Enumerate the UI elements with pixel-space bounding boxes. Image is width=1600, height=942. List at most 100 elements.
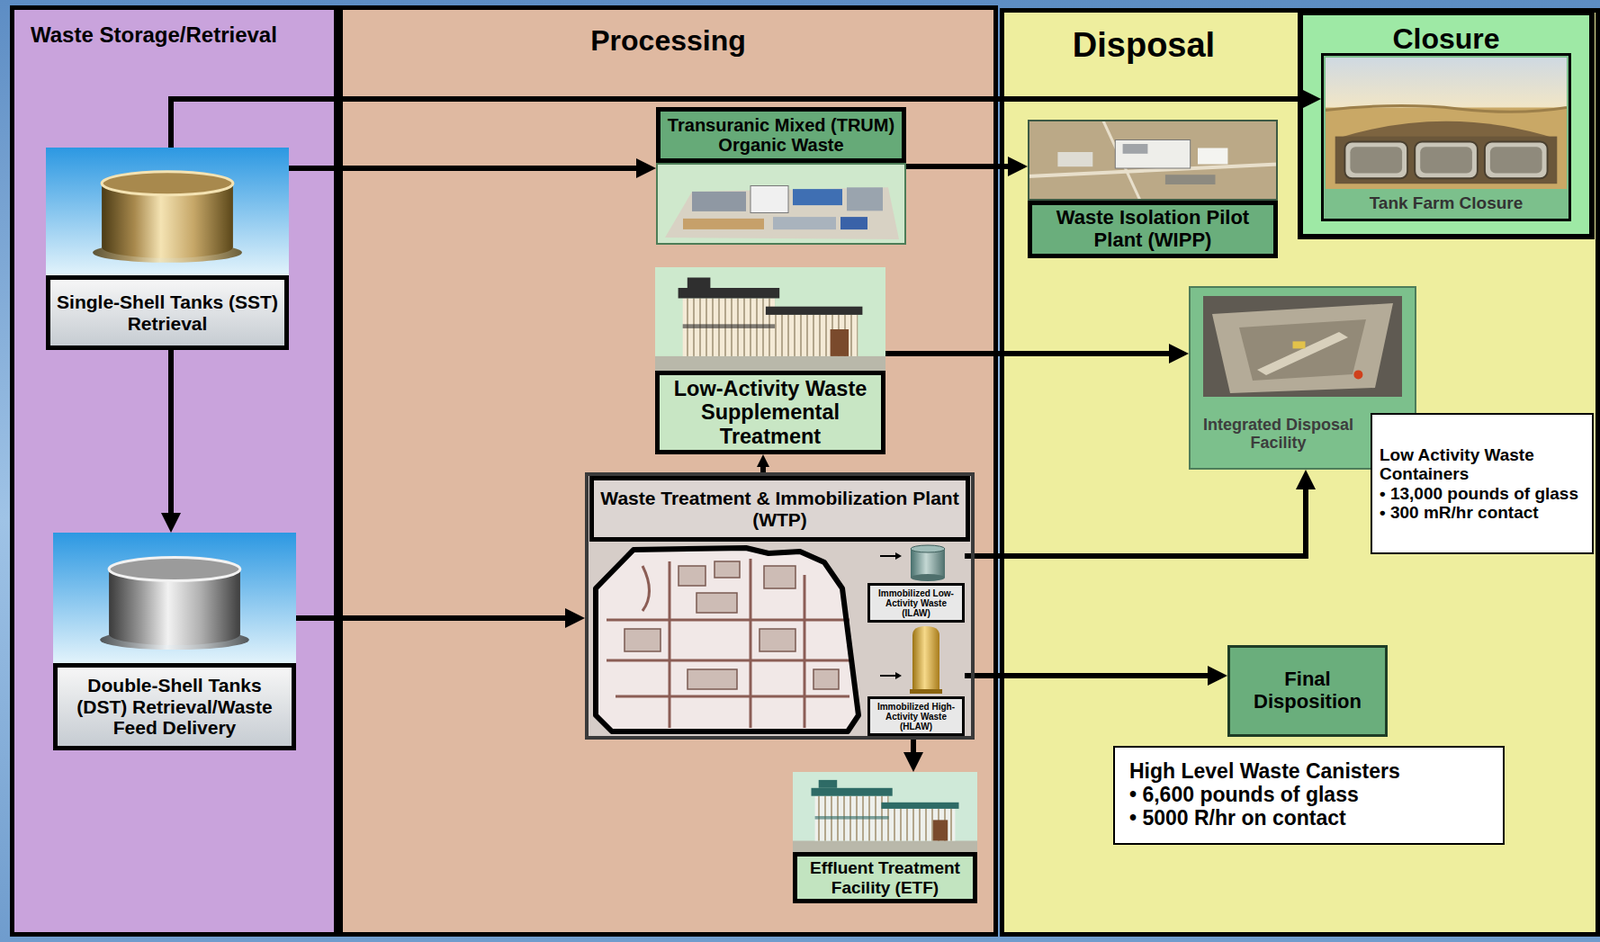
flow-line (964, 485, 1306, 557)
facility-illustration-part (687, 669, 738, 690)
facility-illustration-part (840, 216, 868, 230)
facility-illustration-part (606, 619, 850, 622)
facility-illustration-part (803, 575, 807, 729)
facility-illustration-part (1353, 369, 1363, 379)
facility-illustration-part (1239, 319, 1367, 381)
facility-illustration-part (683, 218, 765, 230)
facility-illustration-part (101, 171, 234, 196)
facility-illustration-part (53, 532, 297, 664)
facility-illustration-part (764, 566, 796, 589)
box-label: Single-Shell Tanks (SST) Retrieval (53, 291, 281, 334)
plant-node: Waste Treatment & Immobilization Plant (… (584, 472, 975, 740)
note-box: High Level Waste Canisters• 6,600 pounds… (1113, 746, 1505, 845)
facility-illustration-part (830, 329, 850, 357)
label-box: Single-Shell Tanks (SST) Retrieval (45, 275, 289, 351)
facility-illustration-part (880, 802, 959, 809)
box-label: Low-Activity Waste Supplemental Treatmen… (663, 377, 878, 449)
label-box: Final Disposition (1230, 647, 1385, 735)
note-text: • 5000 R/hr on contact (1129, 807, 1489, 831)
arrow-head (1301, 89, 1322, 109)
facility-illustration-part (773, 216, 836, 230)
label-stack: Immobilized Low-Activity Waste (ILAW) (871, 588, 961, 619)
tank-node: Double-Shell Tanks (DST) Retrieval/Waste… (53, 532, 297, 751)
label-stack: Disposal (1007, 26, 1280, 65)
phase-heading: Disposal (1007, 26, 1280, 65)
arrow-head (1168, 343, 1189, 364)
facility-illustration-part (683, 298, 775, 357)
label-stack: Waste Treatment & Immobilization Plant (… (597, 487, 962, 531)
facility-illustration-part (1257, 332, 1349, 376)
label-box: Disposal (1004, 21, 1284, 69)
facility-illustration-part (1344, 141, 1408, 179)
facility-illustration-part (1335, 121, 1558, 140)
arrow-head (1007, 156, 1028, 177)
facility-illustration-part (1203, 296, 1403, 397)
phase-heading: Processing (346, 25, 990, 58)
facility-illustration-part (714, 561, 740, 578)
label-box: Effluent Treatment Facility (ETF) (792, 852, 978, 904)
label-stack: Closure (1306, 23, 1586, 56)
label-box: Low Activity Waste Containers• 13,000 po… (1372, 414, 1592, 553)
flow-arrow (756, 454, 770, 473)
label-box: Waste Treatment & Immobilization Plant (… (589, 476, 971, 542)
facility-illustration-part (678, 566, 706, 586)
facility-illustration-part (813, 669, 839, 690)
label-box: Immobilized Low-Activity Waste (ILAW) (867, 583, 965, 623)
label-stack: Single-Shell Tanks (SST) Retrieval (53, 291, 281, 334)
arrow-head (1207, 665, 1228, 686)
plant-fill (584, 472, 975, 740)
facility-illustration-part (880, 555, 897, 558)
flow-arrow (903, 739, 924, 773)
arrow-head (756, 454, 770, 468)
arrow-head (903, 752, 924, 773)
facility-illustration-part (1484, 141, 1548, 179)
facility-illustration-part (655, 356, 886, 371)
processing-band-fill (338, 5, 998, 937)
label-stack: Waste Isolation Pilot Plant (WIPP) (1035, 206, 1270, 252)
label-box: Tank Farm Closure (1325, 188, 1567, 218)
facility-illustration-part (1114, 140, 1190, 170)
label-stack: Low-Activity Waste Supplemental Treatmen… (663, 377, 878, 449)
flow-arrow (964, 469, 1316, 557)
facility-node: Low-Activity Waste Supplemental Treatmen… (655, 267, 886, 455)
facility-illustration-part (1325, 107, 1567, 190)
facility-illustration-part (895, 672, 902, 680)
facility-illustration-part (815, 796, 890, 842)
facility-illustration-part (615, 695, 850, 699)
facility-node: Transuranic Mixed (TRUM) Organic Waste (656, 107, 907, 245)
arrow-head (565, 608, 585, 629)
facility-node: Effluent Treatment Facility (ETF) (792, 772, 978, 904)
box-label: Tank Farm Closure (1329, 193, 1564, 213)
facility-illustration-part (595, 548, 859, 732)
label-stack: Double-Shell Tanks (DST) Retrieval/Waste… (61, 674, 288, 739)
facility-illustration-part (792, 188, 843, 206)
note-text: High Level Waste Canisters (1129, 760, 1489, 784)
facility-illustration-part (880, 674, 897, 677)
facility-illustration (1027, 119, 1278, 201)
box-label: Waste Treatment & Immobilization Plant (… (597, 487, 962, 531)
flow-arrow (288, 158, 657, 179)
facility-illustration-part (655, 267, 886, 371)
facility-illustration-part (1414, 141, 1478, 179)
facility-illustration-part (1123, 143, 1149, 154)
box-label: Integrated Disposal Facility (1197, 415, 1359, 452)
facility-illustration-part (683, 323, 775, 329)
phase-heading: Waste Storage/Retrieval (30, 23, 327, 48)
label-stack: Effluent Treatment Facility (ETF) (800, 858, 970, 898)
note-text: Low Activity Waste Containers (1379, 445, 1585, 485)
flow-line (168, 350, 174, 517)
facility-illustration-part (678, 287, 781, 299)
facility-illustration-part (1325, 106, 1567, 113)
facility-illustration (656, 162, 907, 245)
label-box: Closure (1303, 20, 1590, 59)
label-box: High Level Waste Canisters• 6,600 pounds… (1114, 747, 1503, 844)
note-text: • 300 mR/hr contact (1379, 503, 1585, 522)
box-label: Transuranic Mixed (TRUM) Organic Waste (664, 115, 899, 156)
label-box: Double-Shell Tanks (DST) Retrieval/Waste… (53, 663, 297, 751)
facility-illustration-part (45, 147, 289, 276)
note-text: • 13,000 pounds of glass (1379, 484, 1585, 504)
facility-illustration-part (1293, 341, 1306, 349)
facility-illustration-part (910, 574, 945, 582)
facility-illustration-part (885, 808, 956, 842)
facility-illustration-part (846, 187, 883, 211)
